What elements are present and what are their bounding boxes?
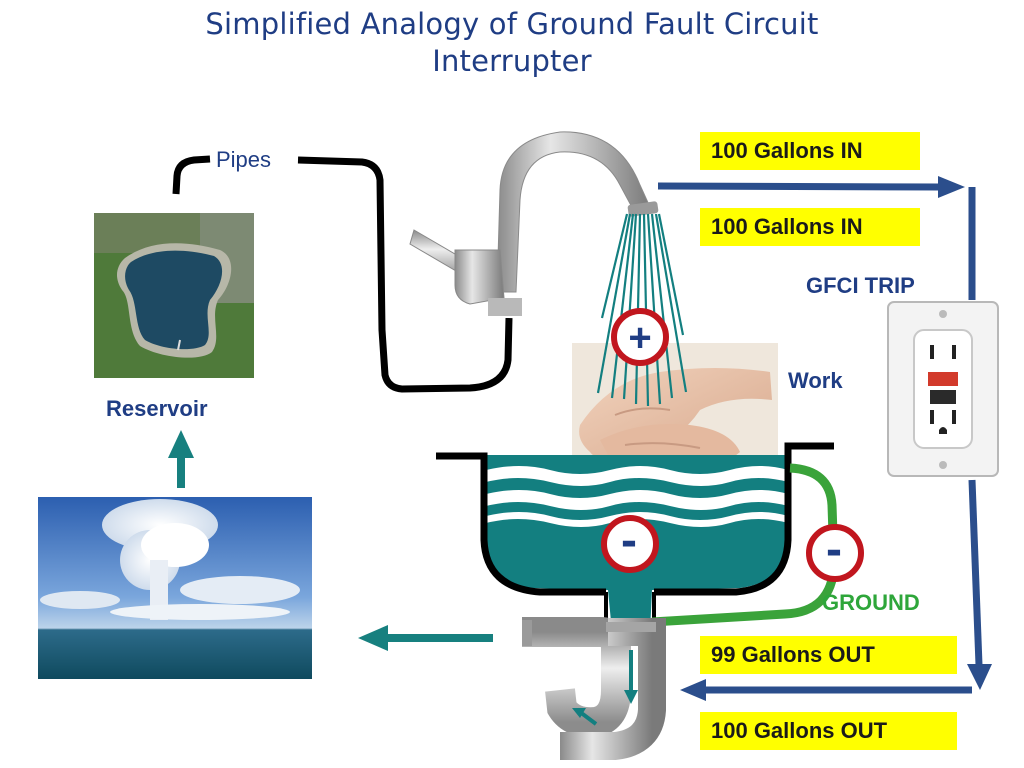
title-line-2: Interrupter — [432, 44, 592, 78]
pipes-label: Pipes — [216, 147, 272, 172]
evaporation-arrow — [168, 430, 194, 488]
faucet-icon — [408, 128, 664, 318]
title-line-1: Simplified Analogy of Ground Fault Circu… — [205, 7, 819, 41]
gallons-in-box-second: 100 Gallons IN — [700, 208, 920, 246]
negative-sign-sink: - — [621, 514, 637, 567]
flow-arrowhead-in — [938, 176, 965, 198]
reservoir-label: Reservoir — [106, 396, 208, 421]
positive-sign: + — [628, 316, 651, 360]
drain-to-ocean-arrow — [358, 625, 493, 651]
reservoir-photo — [94, 213, 254, 378]
negative-sign-ground: - — [826, 523, 842, 576]
flow-arrowhead-out — [680, 679, 706, 701]
gallons-out-99-box: 99 Gallons OUT — [700, 636, 957, 674]
gallons-in-box-top: 100 Gallons IN — [700, 132, 920, 170]
negative-symbol-ground — [806, 524, 864, 582]
gfci-trip-label: GFCI TRIP — [806, 273, 915, 298]
gfci-outlet-icon — [887, 301, 999, 477]
gallons-out-100-box: 100 Gallons OUT — [700, 712, 957, 750]
work-label: Work — [788, 368, 843, 393]
p-trap-icon — [522, 617, 666, 760]
supply-pipe — [172, 155, 513, 393]
ground-label: GROUND — [822, 590, 920, 615]
flow-arrowhead-down — [967, 664, 992, 690]
gfci-flow-lines — [657, 182, 983, 694]
page-title: Simplified Analogy of Ground Fault Circu… — [112, 6, 912, 80]
negative-symbol-sink — [601, 515, 659, 573]
positive-symbol — [611, 308, 669, 366]
sky-ocean-photo — [38, 497, 312, 679]
